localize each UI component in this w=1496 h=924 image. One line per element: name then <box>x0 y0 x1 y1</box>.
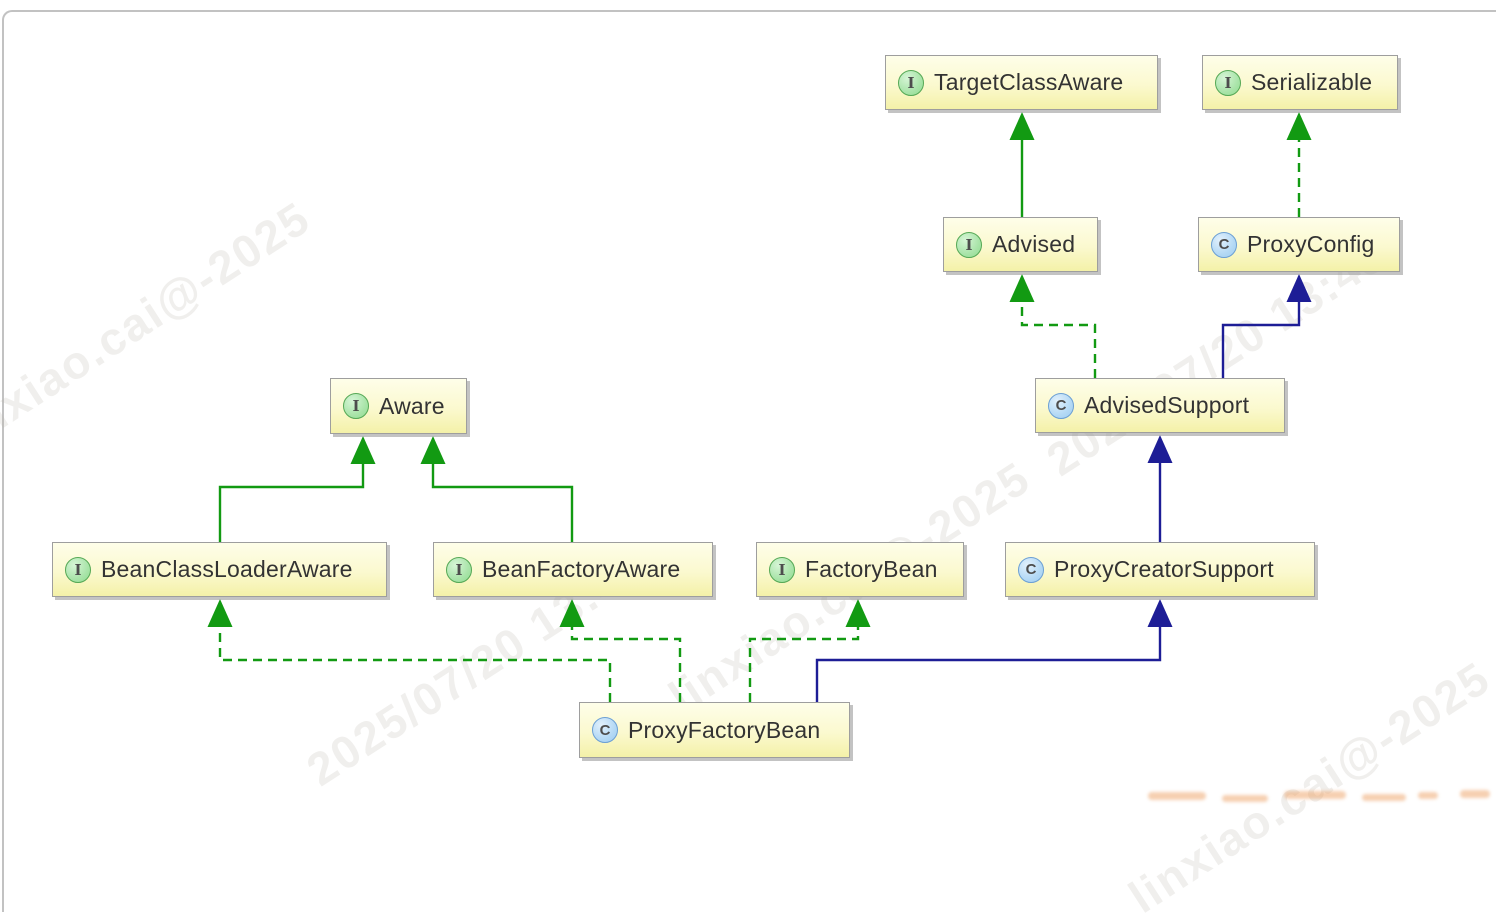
arrowhead-icon <box>1147 435 1173 463</box>
node-label: Advised <box>992 231 1076 257</box>
node-factorybean[interactable]: I FactoryBean <box>756 542 964 597</box>
interface-icon: I <box>769 556 795 583</box>
node-targetclassaware[interactable]: I TargetClassAware <box>885 55 1158 110</box>
interface-icon: I <box>956 231 982 258</box>
node-proxyfactorybean[interactable]: C ProxyFactoryBean <box>579 702 850 758</box>
arrowhead-icon <box>845 599 871 627</box>
node-proxycreatorsupport[interactable]: C ProxyCreatorSupport <box>1005 542 1315 597</box>
node-label: ProxyFactoryBean <box>628 716 821 743</box>
node-advisedsupport[interactable]: C AdvisedSupport <box>1035 378 1285 433</box>
arrowhead-icon <box>559 599 585 627</box>
node-advised[interactable]: I Advised <box>943 217 1098 272</box>
edge-proxyfactorybean-implements-beanclassloaderaware <box>207 599 612 702</box>
node-serializable[interactable]: I Serializable <box>1202 55 1398 110</box>
edge-proxyconfig-implements-serializable <box>1286 112 1312 217</box>
interface-icon: I <box>65 556 91 583</box>
edge-proxyfactorybean-implements-beanfactoryaware <box>559 599 682 702</box>
node-label: TargetClassAware <box>934 69 1124 95</box>
edge-proxyfactorybean-implements-factorybean <box>748 599 871 702</box>
node-label: AdvisedSupport <box>1084 392 1250 418</box>
node-proxyconfig[interactable]: C ProxyConfig <box>1198 217 1400 272</box>
arrowhead-icon <box>1147 599 1173 627</box>
node-label: FactoryBean <box>805 556 938 582</box>
arrowhead-icon <box>1009 112 1035 140</box>
edge-proxyfactorybean-extends-class-proxycreatorsupport <box>815 599 1173 702</box>
node-label: ProxyCreatorSupport <box>1054 556 1274 582</box>
arrowhead-icon <box>1009 274 1035 302</box>
edge-advised-extends-interface-targetclassaware <box>1009 112 1035 217</box>
edge-proxycreatorsupport-extends-class-advisedsupport <box>1147 435 1173 542</box>
node-label: BeanClassLoaderAware <box>101 556 353 582</box>
arrowhead-icon <box>207 599 233 627</box>
class-icon: C <box>592 717 618 743</box>
edge-beanclassloaderaware-extends-interface-aware <box>218 436 376 542</box>
node-label: BeanFactoryAware <box>482 556 681 582</box>
node-label: ProxyConfig <box>1247 231 1375 257</box>
interface-icon: I <box>446 556 472 583</box>
interface-icon: I <box>898 69 924 96</box>
class-icon: C <box>1048 392 1074 419</box>
arrowhead-icon <box>420 436 446 464</box>
class-icon: C <box>1018 556 1044 583</box>
node-beanfactoryaware[interactable]: I BeanFactoryAware <box>433 542 713 597</box>
interface-icon: I <box>1215 69 1241 96</box>
edge-beanfactoryaware-extends-interface-aware <box>420 436 574 542</box>
node-label: Serializable <box>1251 69 1373 95</box>
node-label: Aware <box>379 392 445 419</box>
inheritance-edges-layer <box>207 112 1312 702</box>
arrowhead-icon <box>350 436 376 464</box>
class-icon: C <box>1211 231 1237 258</box>
node-beanclassloaderaware[interactable]: I BeanClassLoaderAware <box>52 542 387 597</box>
arrowhead-icon <box>1286 274 1312 302</box>
edge-advisedsupport-implements-advised <box>1009 274 1097 378</box>
arrowhead-icon <box>1286 112 1312 140</box>
interface-icon: I <box>343 393 369 419</box>
edge-advisedsupport-extends-class-proxyconfig <box>1221 274 1312 378</box>
node-aware[interactable]: I Aware <box>330 378 467 434</box>
